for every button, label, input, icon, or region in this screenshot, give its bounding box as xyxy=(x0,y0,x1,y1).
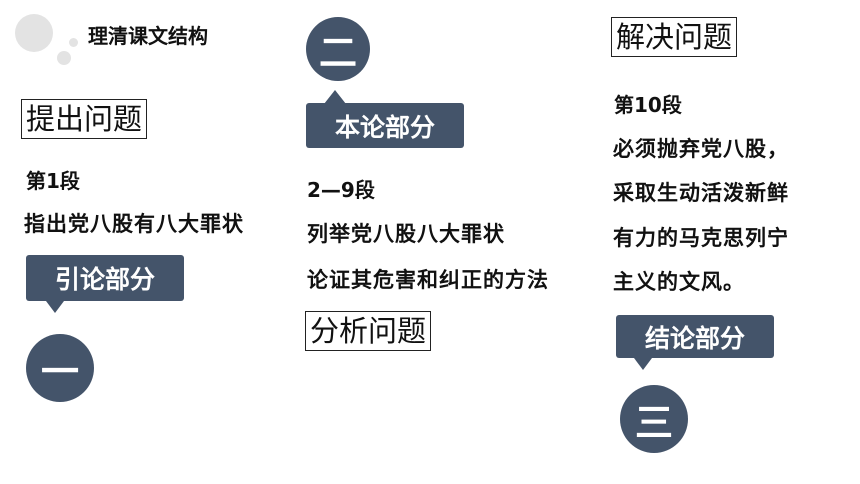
col3-line-2: 采取生动活泼新鲜 xyxy=(613,180,789,205)
callout-conclusion-pointer xyxy=(634,358,652,370)
section-number-three: 三 xyxy=(620,385,688,453)
decorative-circle-medium xyxy=(57,51,71,65)
section-number-two: 二 xyxy=(306,17,370,81)
heading-raise-question: 提出问题 xyxy=(21,99,148,139)
col2-paragraph-ref: 2—9段 xyxy=(307,178,375,202)
col1-description: 指出党八股有八大罪状 xyxy=(24,211,244,236)
col2-line-1: 列举党八股八大罪状 xyxy=(307,221,505,246)
callout-introduction: 引论部分 xyxy=(26,255,184,301)
col1-paragraph-ref: 第1段 xyxy=(26,169,80,193)
page-title: 理清课文结构 xyxy=(88,24,208,48)
heading-solve-question: 解决问题 xyxy=(611,17,738,57)
callout-body: 本论部分 xyxy=(306,103,464,148)
col3-paragraph-ref: 第10段 xyxy=(614,93,682,117)
col2-line-2: 论证其危害和纠正的方法 xyxy=(307,267,549,292)
callout-conclusion: 结论部分 xyxy=(616,315,774,358)
decorative-circle-large xyxy=(15,14,53,52)
heading-analyze-question: 分析问题 xyxy=(305,311,432,351)
callout-introduction-pointer xyxy=(46,301,64,313)
col3-line-3: 有力的马克思列宁 xyxy=(613,225,789,250)
decorative-circle-small xyxy=(69,38,78,47)
section-number-one: 一 xyxy=(26,334,94,402)
callout-body-pointer xyxy=(324,90,346,104)
col3-line-1: 必须抛弃党八股， xyxy=(613,136,789,161)
col3-line-4: 主义的文风。 xyxy=(613,269,745,294)
